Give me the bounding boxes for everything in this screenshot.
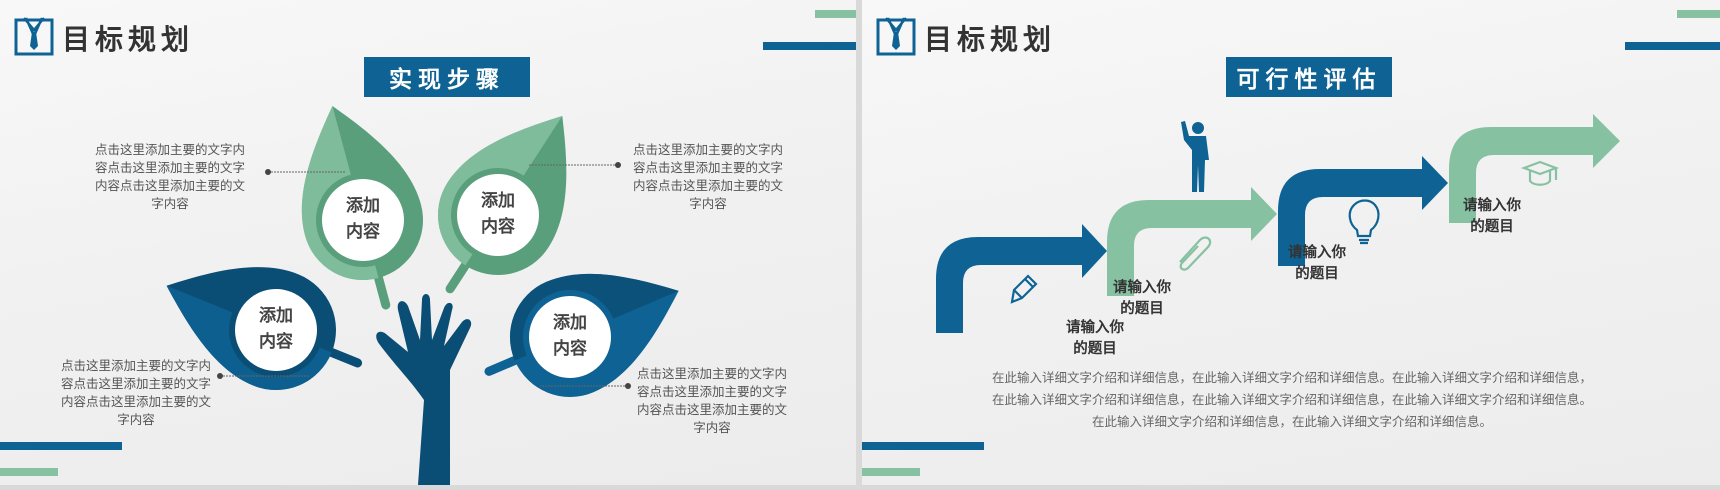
leaf-label: 添加内容 [456, 188, 540, 240]
step-arrow [1449, 114, 1620, 223]
leaf-label-line: 内容 [481, 217, 515, 237]
step-label: 请输入你的题目 [1272, 243, 1362, 285]
connector-dot [625, 383, 631, 389]
leaf-label-line: 添加 [553, 313, 587, 333]
leaf-label-line: 内容 [553, 339, 587, 359]
leaf-note: 点击这里添加主要的文字内容点击这里添加主要的文字内容点击这里添加主要的文字内容 [60, 358, 211, 427]
step-label-line: 的题目 [1470, 219, 1514, 235]
paperclip-icon [1179, 236, 1212, 271]
leaf-label-line: 添加 [481, 191, 515, 211]
leaf [438, 116, 567, 294]
step-arrow [936, 224, 1107, 333]
step-label: 请输入你的题目 [1050, 318, 1140, 360]
step-label-line: 请输入你 [1288, 245, 1346, 261]
slide-implementation-steps[interactable]: 目标规划 实现步骤 添加内容点击这里添加主要的文字内容点击这里添加主要的文字内容… [0, 0, 856, 485]
step-label-line: 请输入你 [1066, 320, 1124, 336]
connector-dot [265, 169, 271, 175]
paragraph-line: 在此输入详细文字介绍和详细信息，在此输入详细文字介绍和详细信息。 [1091, 414, 1492, 429]
leaf-label-line: 内容 [259, 332, 293, 352]
slide-feasibility[interactable]: 目标规划 可行性评估 请输入你的题目请输入你的题目请输入你的题目请输入你的题目 … [862, 0, 1720, 485]
step-label-line: 的题目 [1295, 266, 1339, 282]
accent-bar-green-bottom [862, 468, 920, 476]
accent-bar-green-bottom [0, 468, 58, 476]
leaf [166, 267, 363, 390]
step-label: 请输入你的题目 [1097, 278, 1187, 320]
accent-bar-blue-bottom [0, 442, 122, 450]
paragraph-line: 在此输入详细文字介绍和详细信息，在此输入详细文字介绍和详细信息。在此输入详细文字… [991, 370, 1592, 385]
step-label-line: 请输入你 [1113, 280, 1171, 296]
leaf-note: 点击这里添加主要的文字内容点击这里添加主要的文字内容点击这里添加主要的文字内容 [632, 142, 783, 211]
leaf-note: 点击这里添加主要的文字内容点击这里添加主要的文字内容点击这里添加主要的文字内容 [94, 142, 245, 211]
page-title: 目标规划 [924, 23, 1057, 56]
section-title: 实现步骤 [364, 57, 530, 97]
section-title: 可行性评估 [1226, 57, 1392, 97]
connector-dot [217, 373, 223, 379]
accent-bar-blue [763, 42, 856, 50]
lightbulb-icon [1348, 199, 1380, 245]
graduation-cap-icon [1520, 160, 1560, 186]
shirt-tie-icon [876, 17, 916, 56]
leaf-note: 点击这里添加主要的文字内容点击这里添加主要的文字内容点击这里添加主要的文字内容 [636, 366, 787, 435]
step-label-line: 请输入你 [1463, 198, 1521, 214]
hand-icon [376, 294, 472, 485]
leaf-label-line: 添加 [259, 306, 293, 326]
leaf-label: 添加内容 [528, 310, 612, 362]
accent-bar-green [815, 10, 856, 18]
step-arrow [1107, 187, 1277, 296]
tree-diagram [166, 106, 679, 485]
shirt-tie-icon [14, 17, 54, 56]
leaf-label-line: 添加 [346, 196, 380, 216]
accent-bar-blue [1625, 42, 1720, 50]
accent-bar-blue-bottom [862, 442, 984, 450]
step-label-line: 的题目 [1073, 341, 1117, 357]
person-icon [1181, 121, 1209, 192]
description-paragraph: 在此输入详细文字介绍和详细信息，在此输入详细文字介绍和详细信息。 在此输入详细文字… [932, 367, 1652, 433]
leaf [301, 106, 423, 310]
page-title: 目标规划 [62, 23, 195, 56]
connector-dot [615, 162, 621, 168]
step-label-line: 的题目 [1120, 301, 1164, 317]
step-arrows [936, 114, 1620, 333]
leaf-label-line: 内容 [346, 222, 380, 242]
step-label: 请输入你的题目 [1447, 196, 1537, 238]
leaf-label: 添加内容 [321, 193, 405, 245]
pencil-icon [1010, 274, 1038, 304]
step-arrow [1278, 156, 1448, 266]
accent-bar-green [1677, 10, 1720, 18]
leaf [484, 273, 679, 397]
paragraph-line: 在此输入详细文字介绍和详细信息，在此输入详细文字介绍和详细信息，在此输入详细文字… [991, 392, 1592, 407]
leaf-label: 添加内容 [234, 303, 318, 355]
